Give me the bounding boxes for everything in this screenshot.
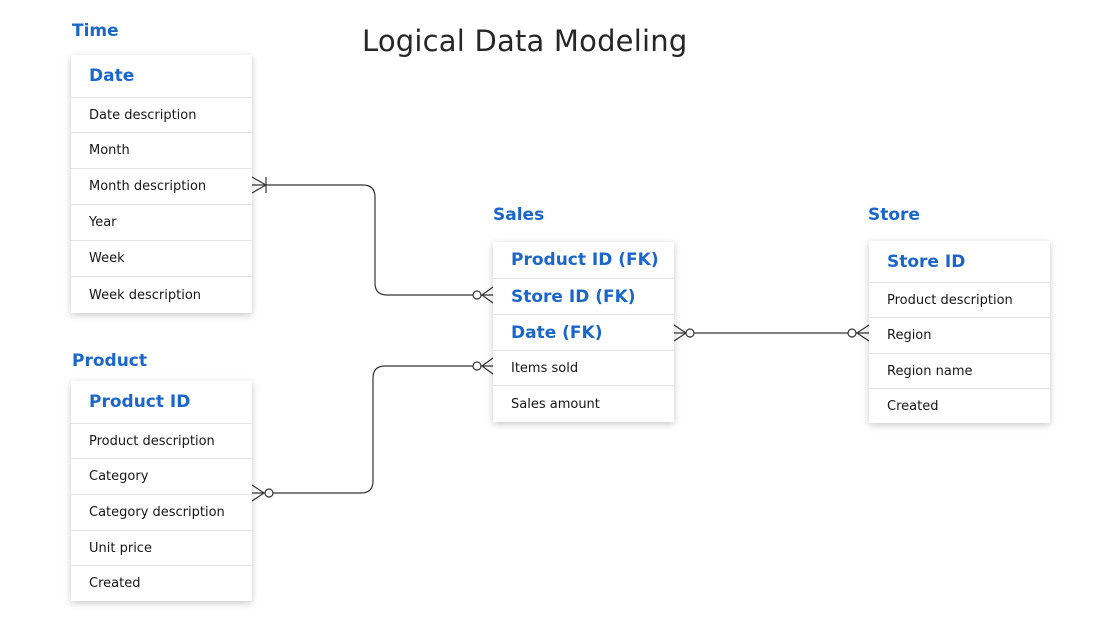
crows-foot-marker [480,286,494,304]
foreign-key-store-id: Store ID (FK) [493,278,674,314]
zero-marker [264,488,274,498]
entity-table-store[interactable]: Store ID Product description Region Regi… [869,241,1050,423]
attribute-row: Sales amount [493,385,674,422]
attribute-row: Date description [71,97,252,132]
attribute-row: Unit price [71,530,252,565]
attribute-row: Category description [71,494,252,530]
attribute-row: Created [71,565,252,601]
crows-foot-marker [251,176,268,194]
primary-key-date: Date [89,66,135,86]
attribute-row: Week [71,240,252,276]
attribute-row: Week description [71,276,252,313]
attribute-row: Year [71,204,252,240]
attribute-row: Region name [869,353,1050,388]
zero-marker [472,290,482,300]
attribute-row: Items sold [493,350,674,385]
zero-marker [685,328,695,338]
attribute-row: Month [71,132,252,168]
attribute-row: Month description [71,168,252,204]
relationship-line-product-sales [252,365,493,494]
attribute-row: Region [869,317,1050,353]
attribute-row: Category [71,458,252,494]
entity-table-time[interactable]: Date Date description Month Month descri… [71,55,252,313]
entity-label-sales: Sales [493,205,545,225]
zero-marker [472,361,482,371]
entity-label-product: Product [72,351,147,371]
crows-foot-marker [855,324,870,342]
primary-key-store-id: Store ID [887,251,966,272]
entity-table-product[interactable]: Product ID Product description Category … [71,381,252,601]
crows-foot-marker [480,357,494,375]
foreign-key-product-id: Product ID (FK) [511,250,659,270]
entity-label-time: Time [72,21,119,41]
foreign-key-date: Date (FK) [493,314,674,350]
zero-marker [847,328,857,338]
entity-table-sales[interactable]: Product ID (FK) Store ID (FK) Date (FK) … [493,242,674,422]
entity-label-store: Store [868,205,920,225]
crows-foot-marker [251,484,266,502]
crows-foot-marker [673,324,688,342]
primary-key-product-id: Product ID [89,392,191,412]
diagram-title: Logical Data Modeling [362,24,688,58]
relationship-line-time-sales [252,184,493,296]
attribute-row: Created [869,388,1050,423]
attribute-row: Product description [869,282,1050,317]
attribute-row: Product description [71,423,252,458]
